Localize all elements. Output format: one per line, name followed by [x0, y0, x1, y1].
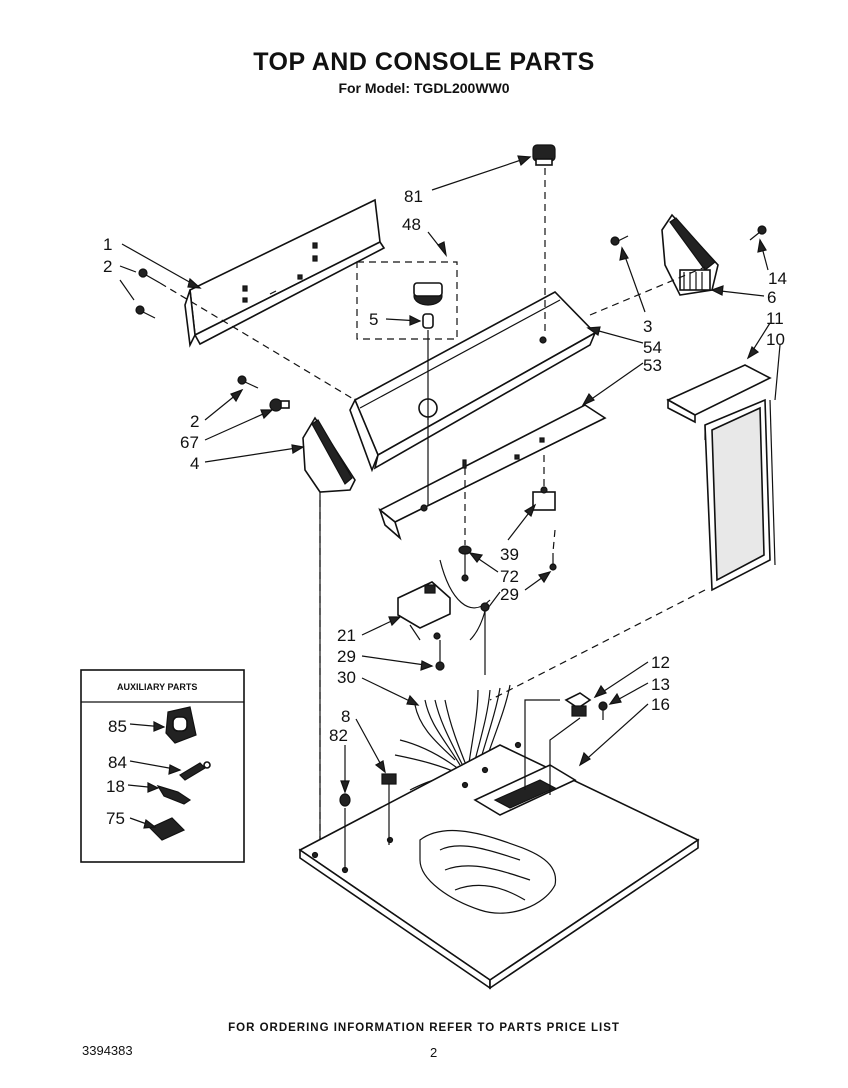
page-number: 2 [430, 1045, 438, 1060]
callout-75: 75 [106, 809, 125, 828]
callout-53: 53 [643, 356, 662, 375]
connector-part [339, 773, 397, 870]
timer-assembly-part [356, 261, 458, 505]
callout-48: 48 [402, 215, 421, 234]
valve-assembly-part [397, 581, 490, 675]
callout-2: 2 [103, 257, 112, 276]
callout-29-lower: 29 [337, 647, 356, 666]
callout-10: 10 [766, 330, 785, 349]
callout-72: 72 [500, 567, 519, 586]
assembly-guide-lines [159, 266, 706, 701]
lint-filter-part [666, 364, 776, 592]
leader-lines [119, 155, 781, 794]
callout-labels: 1 2 81 48 5 14 6 11 10 3 54 53 2 67 4 39… [103, 187, 787, 745]
console-bracket-part [378, 404, 607, 541]
callout-67: 67 [180, 433, 199, 452]
callout-81: 81 [404, 187, 423, 206]
switch-part [532, 455, 557, 571]
right-end-cap-part [610, 213, 767, 296]
callout-14: 14 [768, 269, 787, 288]
callout-82: 82 [329, 726, 348, 745]
callout-85: 85 [108, 717, 127, 736]
knob-part [532, 144, 556, 335]
callout-2-lower: 2 [190, 412, 199, 431]
callout-18: 18 [106, 777, 125, 796]
callout-3: 3 [643, 317, 652, 336]
callout-8: 8 [341, 707, 350, 726]
screw-part [135, 268, 161, 319]
auxiliary-parts-box: AUXILIARY PARTS 85 84 18 75 [80, 669, 245, 863]
callout-30: 30 [337, 668, 356, 687]
callout-13: 13 [651, 675, 670, 694]
auxiliary-parts-title: AUXILIARY PARTS [117, 682, 197, 692]
callout-4: 4 [190, 454, 199, 473]
callout-11: 11 [766, 309, 784, 328]
callout-84: 84 [108, 753, 127, 772]
page-title: TOP AND CONSOLE PARTS [253, 48, 595, 76]
callout-6: 6 [767, 288, 776, 307]
screw-part [435, 640, 445, 671]
model-subtitle: For Model: TGDL200WW0 [338, 80, 510, 96]
callout-16: 16 [651, 695, 670, 714]
callout-12: 12 [651, 653, 670, 672]
bracket-part [524, 692, 608, 795]
rear-panel-part [184, 198, 386, 348]
cabinet-top-part [298, 741, 700, 990]
callout-21: 21 [337, 626, 356, 645]
callout-39: 39 [500, 545, 519, 564]
callout-1: 1 [103, 235, 112, 254]
document-number: 3394383 [82, 1043, 133, 1058]
left-end-cap-part [302, 416, 356, 855]
clip-part [237, 375, 290, 412]
callout-5: 5 [369, 310, 378, 329]
callout-54: 54 [643, 338, 662, 357]
callout-29-upper: 29 [500, 585, 519, 604]
ordering-note: FOR ORDERING INFORMATION REFER TO PARTS … [228, 1022, 620, 1034]
